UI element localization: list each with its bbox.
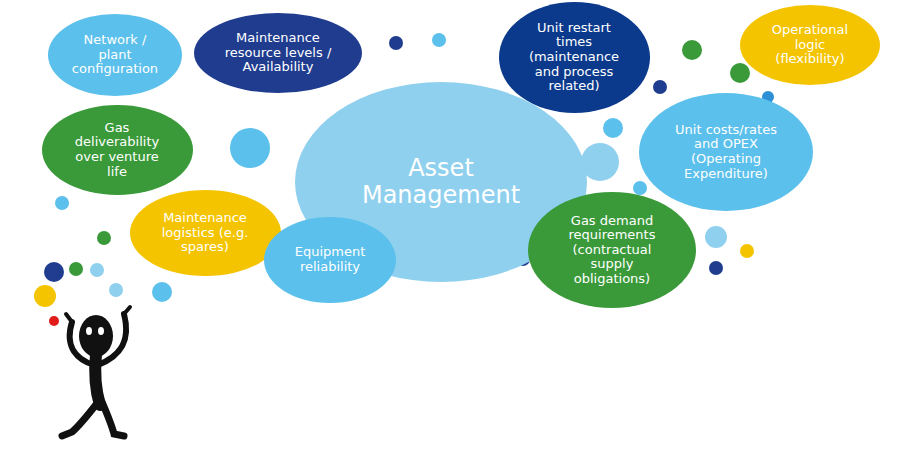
bubble-dot xyxy=(740,244,754,258)
topic-bubble: Equipment reliability xyxy=(264,217,395,303)
bubble-label: Gas demand requirements (contractual sup… xyxy=(556,214,668,287)
topic-bubble: Operational logic (flexibility) xyxy=(740,5,880,85)
bubble-content: Gas demand requirements (contractual sup… xyxy=(556,214,668,287)
bubble-content: Operational logic (flexibility) xyxy=(764,23,856,67)
bubble-content: Maintenance resource levels / Availabili… xyxy=(222,31,334,75)
bubble-dot xyxy=(709,261,723,275)
bubble-dot xyxy=(90,263,104,277)
bubble-dot xyxy=(432,33,446,47)
bubble-dot xyxy=(49,316,59,326)
topic-bubble: Gas demand requirements (contractual sup… xyxy=(528,192,696,308)
bubble-dot xyxy=(603,118,623,138)
bubble-label: Maintenance resource levels / Availabili… xyxy=(222,31,334,75)
bubble-content: Asset Management xyxy=(341,155,541,209)
bubble-label: Network / plant configuration xyxy=(71,33,159,77)
bubble-label: Unit costs/rates and OPEX (Operating Exp… xyxy=(668,123,784,181)
bubble-content: Gas deliverability over venture life xyxy=(67,121,167,179)
bubble-label: Unit restart times (maintenance and proc… xyxy=(524,21,624,94)
bubble-content: Unit costs/rates and OPEX (Operating Exp… xyxy=(668,123,784,181)
bubble-content: Equipment reliability xyxy=(287,245,373,274)
bubble-label: Gas deliverability over venture life xyxy=(67,121,167,179)
bubble-content: Maintenance logistics (e.g. spares) xyxy=(155,211,255,255)
bubble-dot xyxy=(682,40,702,60)
topic-bubble: Unit restart times (maintenance and proc… xyxy=(499,2,650,113)
bubble-dot xyxy=(44,262,64,282)
bubble-label: Asset Management xyxy=(341,155,541,209)
bubble-content: Unit restart times (maintenance and proc… xyxy=(524,21,624,94)
bubble-dot xyxy=(389,36,403,50)
bubble-label: Equipment reliability xyxy=(287,245,373,274)
bubble-dot xyxy=(34,285,56,307)
bubble-dot xyxy=(730,63,750,83)
bubble-dot xyxy=(152,282,172,302)
bubble-dot xyxy=(97,231,111,245)
topic-bubble: Unit costs/rates and OPEX (Operating Exp… xyxy=(639,93,813,211)
bubble-label: Operational logic (flexibility) xyxy=(764,23,856,67)
topic-bubble: Maintenance resource levels / Availabili… xyxy=(194,13,362,93)
stick-figure xyxy=(62,307,130,436)
bubble-dot xyxy=(230,128,270,168)
bubble-dot xyxy=(69,262,83,276)
topic-bubble: Maintenance logistics (e.g. spares) xyxy=(130,190,281,276)
bubble-dot xyxy=(633,181,647,195)
topic-bubble: Gas deliverability over venture life xyxy=(42,105,193,195)
bubble-dot xyxy=(705,226,727,248)
bubble-content: Network / plant configuration xyxy=(71,33,159,77)
bubble-dot xyxy=(109,283,123,297)
bubble-label: Maintenance logistics (e.g. spares) xyxy=(155,211,255,255)
bubble-dot xyxy=(653,80,667,94)
topic-bubble: Network / plant configuration xyxy=(48,14,182,96)
bubble-dot xyxy=(55,196,69,210)
